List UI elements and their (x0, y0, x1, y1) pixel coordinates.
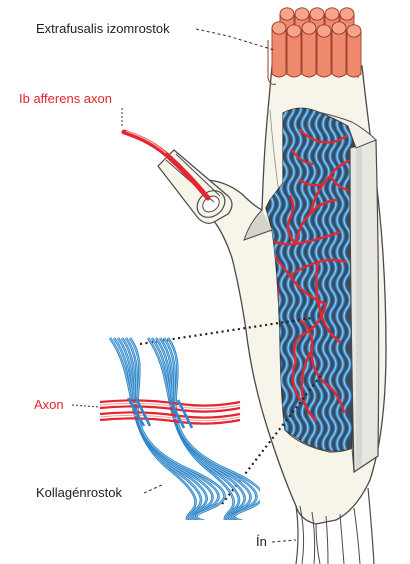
label-ib-axon-text: Ib afferens axon (19, 91, 112, 106)
muscle-fiber (316, 24, 332, 78)
muscle-fiber (331, 21, 347, 78)
label-axon: Axon (34, 397, 101, 412)
capsule-cutaway (243, 107, 380, 474)
muscle-fiber (346, 24, 362, 78)
label-extrafusal: Extrafusalis izomrostok (36, 21, 275, 51)
label-tendon: Ín (256, 534, 297, 549)
label-ib-axon: Ib afferens axon (19, 91, 123, 126)
muscle-fiber (271, 21, 287, 78)
inset-collagen-axon (99, 337, 260, 520)
inset-collagen-bundle-left (108, 337, 226, 520)
label-tendon-text: Ín (256, 534, 267, 549)
ib-afferent-nerve (121, 129, 233, 224)
extrafusal-muscle-fibers (267, 7, 362, 85)
inset-collagen-front-strands (126, 397, 194, 429)
label-axon-text: Axon (34, 397, 64, 412)
label-collagen-text: Kollagénrostok (36, 485, 122, 500)
muscle-fiber (286, 24, 302, 78)
label-extrafusal-text: Extrafusalis izomrostok (36, 21, 170, 36)
muscle-fiber (301, 21, 317, 78)
inset-collagen-bundle-right (146, 337, 260, 520)
label-collagen: Kollagénrostok (36, 483, 165, 500)
axon-branches (266, 128, 354, 422)
